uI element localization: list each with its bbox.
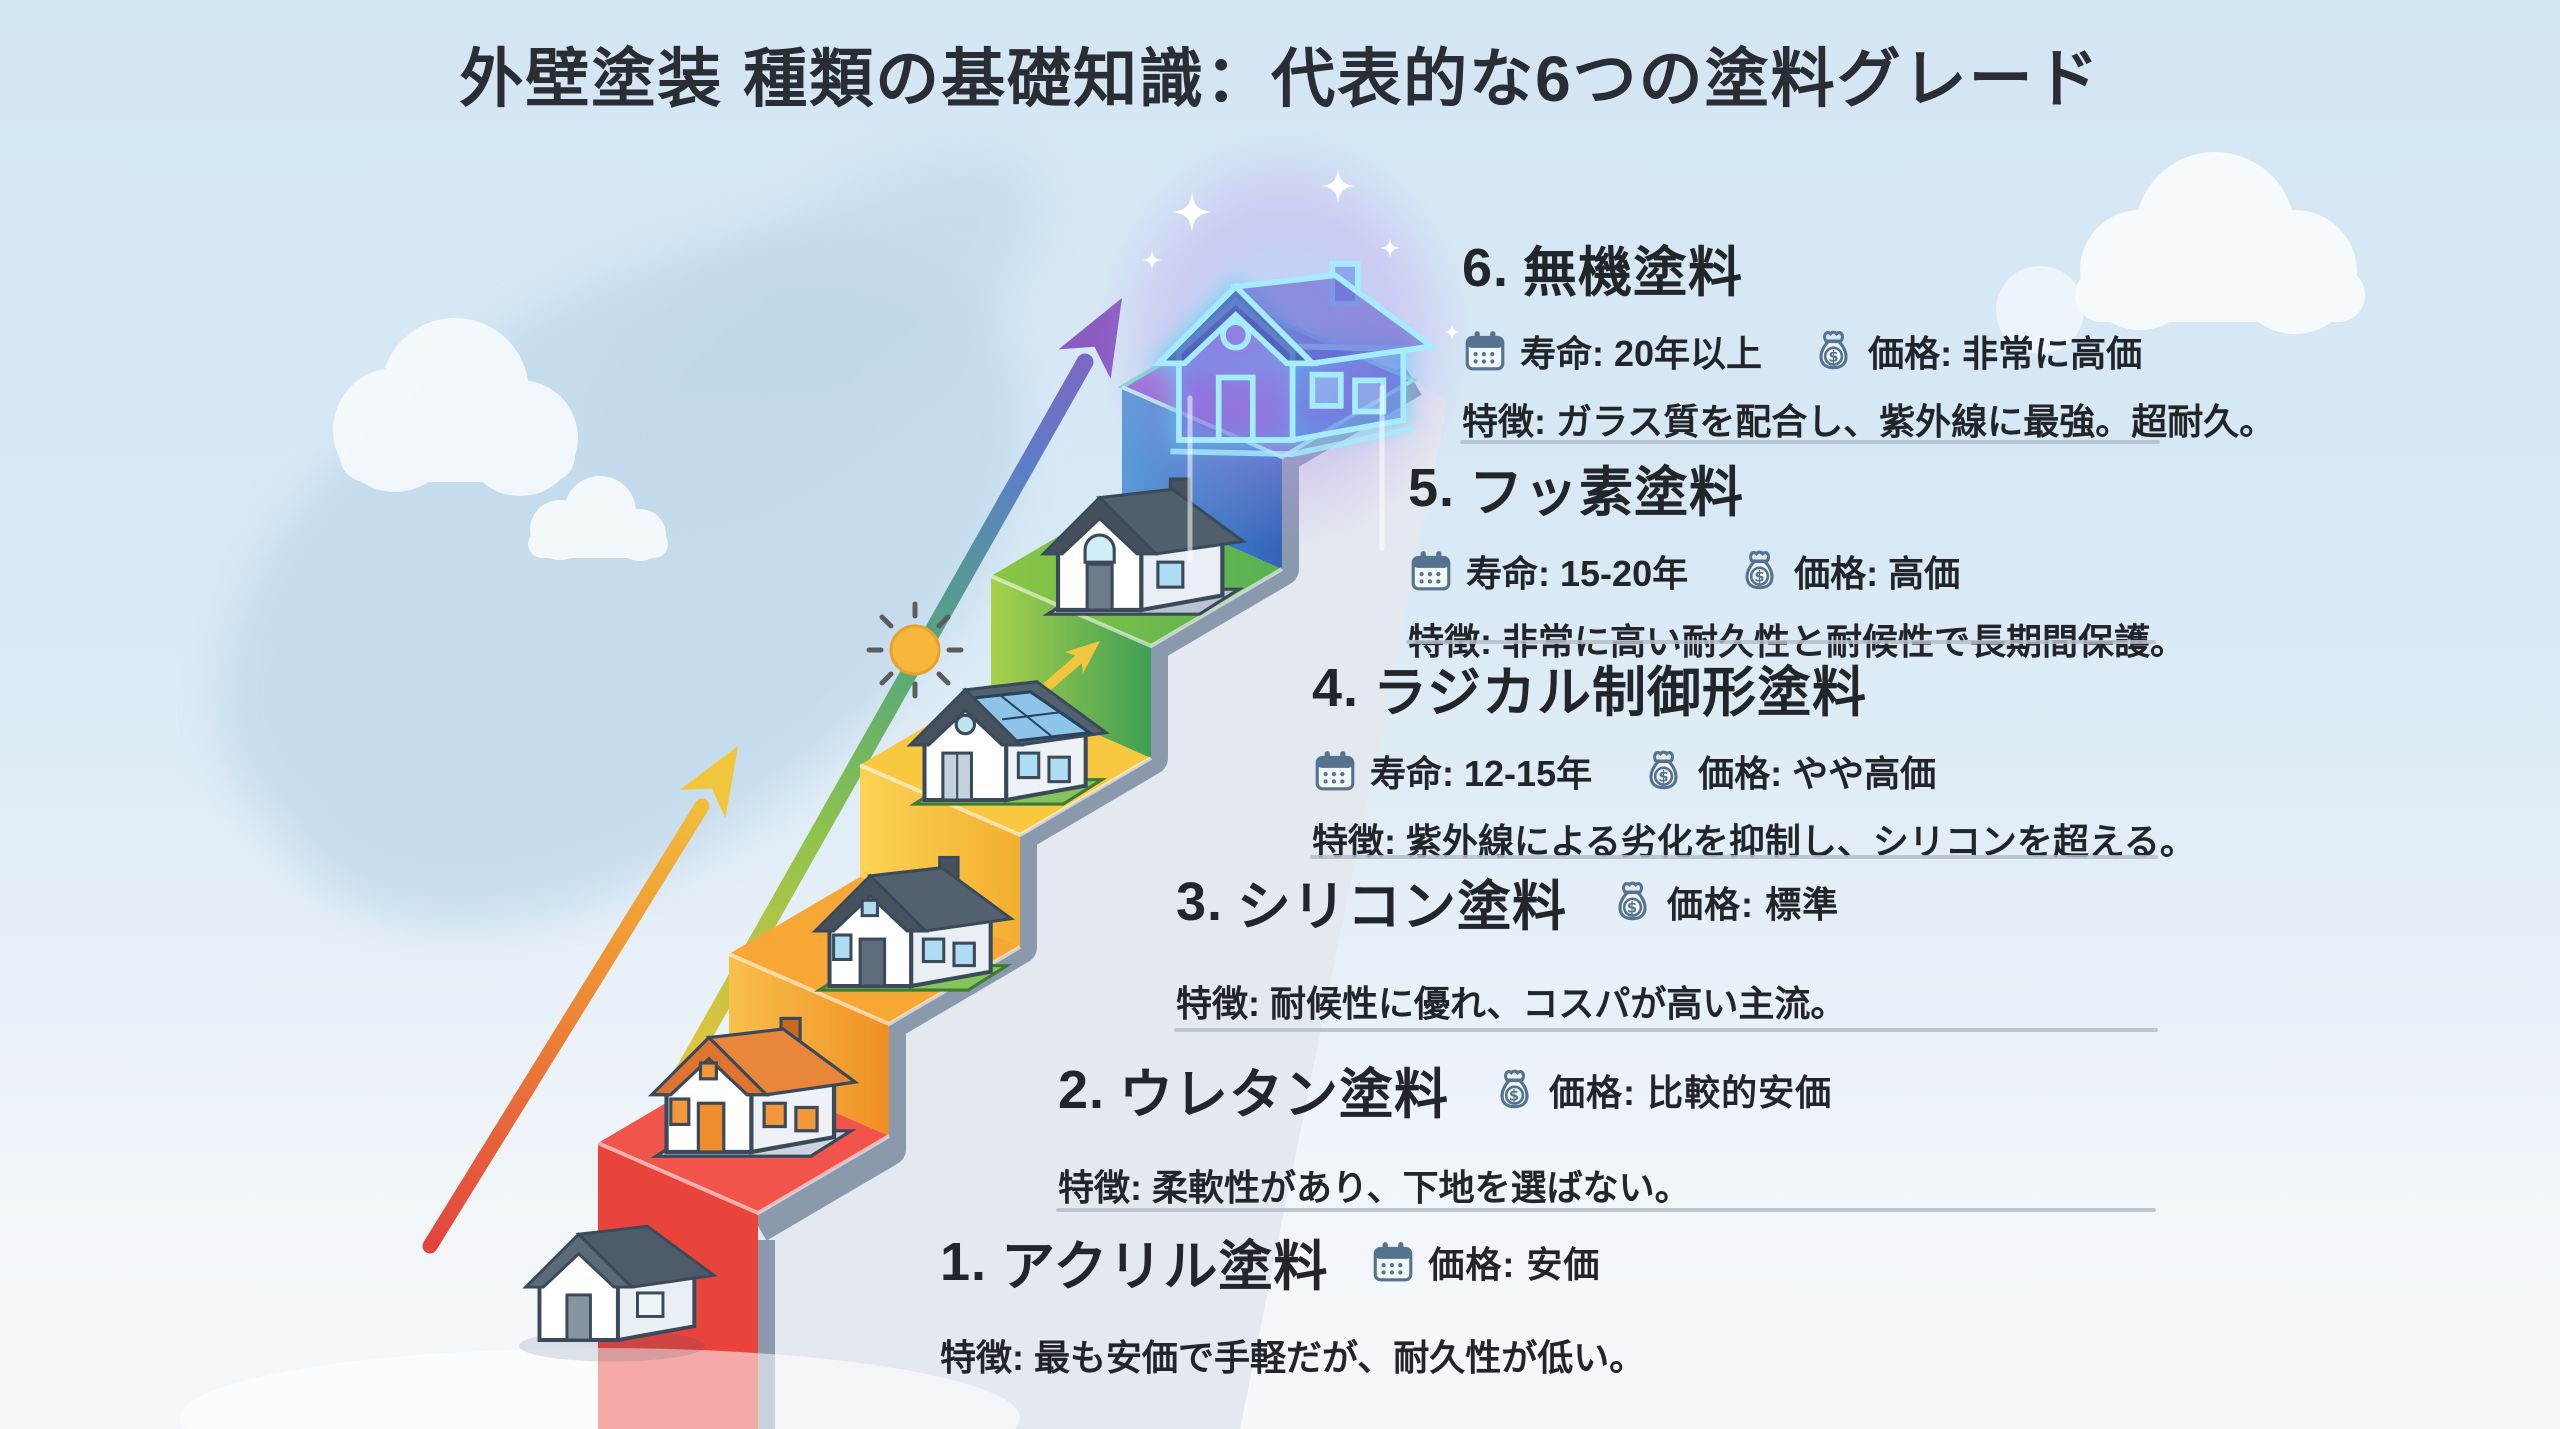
staircase-light-wall: [758, 380, 1448, 1429]
price-label: 価格:: [1698, 753, 1783, 794]
house-radical-solar: [906, 680, 1111, 806]
glow-lines: [1187, 385, 1385, 563]
cloud-right-large: [1996, 152, 2365, 354]
grade-6-lifespan: 20年以上: [1614, 333, 1763, 374]
divider: [1310, 855, 2158, 859]
grade-4-heading: 4. ラジカル制御形塗料: [1312, 648, 2196, 727]
grade-6-stats: 寿命: 20年以上 価格: 非常に高価: [1462, 325, 2275, 377]
lifespan-label: 寿命:: [1370, 753, 1454, 794]
grade-5-name: フッ素塗料: [1469, 463, 1745, 523]
calendar-icon: [1408, 548, 1454, 594]
growth-arrow-small: [422, 746, 738, 1254]
money-bag-icon: [1609, 879, 1655, 925]
grade-5-heading: 5. フッ素塗料: [1408, 448, 2186, 527]
grade-block-6: 6. 無機塗料 寿命: 20年以上 価格: 非常に高価 特徴: ガラス質を配合し…: [1462, 228, 2275, 445]
grade-3-price: 標準: [1765, 883, 1840, 925]
small-up-arrow-icon: [1043, 641, 1100, 691]
grade-5-number: 5.: [1408, 457, 1456, 518]
lifespan-label: 寿命:: [1466, 553, 1550, 594]
house-acrylic: [518, 1224, 718, 1362]
price-label: 価格:: [1428, 1243, 1516, 1285]
house-silicone: [811, 855, 1016, 992]
house-inorganic-glowing: [1145, 261, 1439, 458]
money-bag-icon: [1640, 748, 1686, 794]
page-title: 外壁塗装 種類の基礎知識：代表的な6つの塗料グレード: [459, 43, 2101, 115]
grade-4-price: やや高価: [1792, 753, 1937, 794]
grade-5-stats: 寿命: 15-20年 価格: 高価: [1408, 545, 2186, 597]
divider: [1460, 440, 2160, 444]
ground-light: [180, 1348, 1020, 1429]
grade-3-feature: 特徴: 耐候性に優れ、コスパが高い主流。: [1176, 983, 1847, 1024]
grade-4-lifespan: 12-15年: [1464, 753, 1593, 794]
grade-2-name: ウレタン塗料: [1119, 1065, 1450, 1125]
grade-6-number: 6.: [1462, 237, 1510, 298]
grade-2-price: 比較的安価: [1647, 1071, 1833, 1113]
grade-4-number: 4.: [1312, 657, 1360, 718]
sparkle-icons: [1142, 169, 1460, 340]
grade-3-heading: 3. シリコン塗料 価格: 標準: [1176, 862, 1846, 941]
money-bag-icon: [1736, 548, 1782, 594]
grade-6-name: 無機塗料: [1523, 243, 1744, 303]
grade-block-5: 5. フッ素塗料 寿命: 15-20年 価格: 高価 特徴: 非常に高い耐久性と…: [1408, 448, 2186, 665]
lifespan-label: 寿命:: [1520, 333, 1604, 374]
house-fluorine: [1039, 477, 1248, 616]
calendar-icon: [1312, 748, 1358, 794]
grade-1-number: 1.: [940, 1231, 988, 1292]
grade-5-price: 高価: [1888, 553, 1961, 594]
grade-block-1: 1. アクリル塗料 価格: 安価 特徴: 最も安価で手軽だが、耐久性が低い。: [940, 1222, 1645, 1381]
grade-2-feature: 特徴: 柔軟性があり、下地を選ばない。: [1058, 1167, 1691, 1208]
grade-block-3: 3. シリコン塗料 価格: 標準 特徴: 耐候性に優れ、コスパが高い主流。: [1176, 862, 1846, 1027]
calendar-icon: [1370, 1239, 1416, 1285]
divider: [1406, 640, 2156, 644]
divider: [1056, 1208, 2156, 1212]
house-urethane: [647, 1016, 860, 1158]
grade-1-feature: 特徴: 最も安価で手軽だが、耐久性が低い。: [940, 1337, 1646, 1378]
calendar-icon: [1462, 328, 1508, 374]
grade-3-name: シリコン塗料: [1237, 877, 1568, 937]
money-bag-icon: [1810, 328, 1856, 374]
feature-label: 特徴:: [1462, 401, 1546, 442]
money-bag-icon: [1491, 1067, 1537, 1113]
feature-label: 特徴:: [1058, 1167, 1142, 1208]
grade-2-number: 2.: [1058, 1059, 1106, 1120]
cloud-left-large: [333, 318, 578, 496]
price-label: 価格:: [1868, 333, 1953, 374]
grade-2-heading: 2. ウレタン塗料 価格: 比較的安価: [1058, 1050, 1832, 1129]
grade-6-feature: 特徴: ガラス質を配合し、紫外線に最強。超耐久。: [1462, 401, 2276, 442]
divider: [1174, 1028, 2158, 1032]
grade-1-name: アクリル塗料: [1001, 1237, 1329, 1297]
price-label: 価格:: [1667, 883, 1755, 925]
grade-4-stats: 寿命: 12-15年 価格: やや高価: [1312, 745, 2196, 797]
grade-3-number: 3.: [1176, 871, 1224, 932]
cloud-left-small: [528, 476, 668, 561]
grade-block-4: 4. ラジカル制御形塗料 寿命: 12-15年 価格: やや高価 特徴: 紫外線…: [1312, 648, 2196, 865]
grade-6-price: 非常に高価: [1962, 333, 2143, 374]
grade-1-heading: 1. アクリル塗料 価格: 安価: [940, 1222, 1645, 1301]
grade-4-name: ラジカル制御形塗料: [1373, 663, 1867, 723]
feature-label: 特徴:: [940, 1337, 1024, 1378]
grade-5-lifespan: 15-20年: [1560, 553, 1689, 594]
feature-label: 特徴:: [1176, 983, 1260, 1024]
grade-6-heading: 6. 無機塗料: [1462, 228, 2275, 307]
sun-icon: [866, 601, 964, 699]
grade-block-2: 2. ウレタン塗料 価格: 比較的安価 特徴: 柔軟性があり、下地を選ばない。: [1058, 1050, 1832, 1211]
price-label: 価格:: [1794, 553, 1879, 594]
grade-1-price: 安価: [1526, 1243, 1601, 1285]
price-label: 価格:: [1549, 1071, 1637, 1113]
